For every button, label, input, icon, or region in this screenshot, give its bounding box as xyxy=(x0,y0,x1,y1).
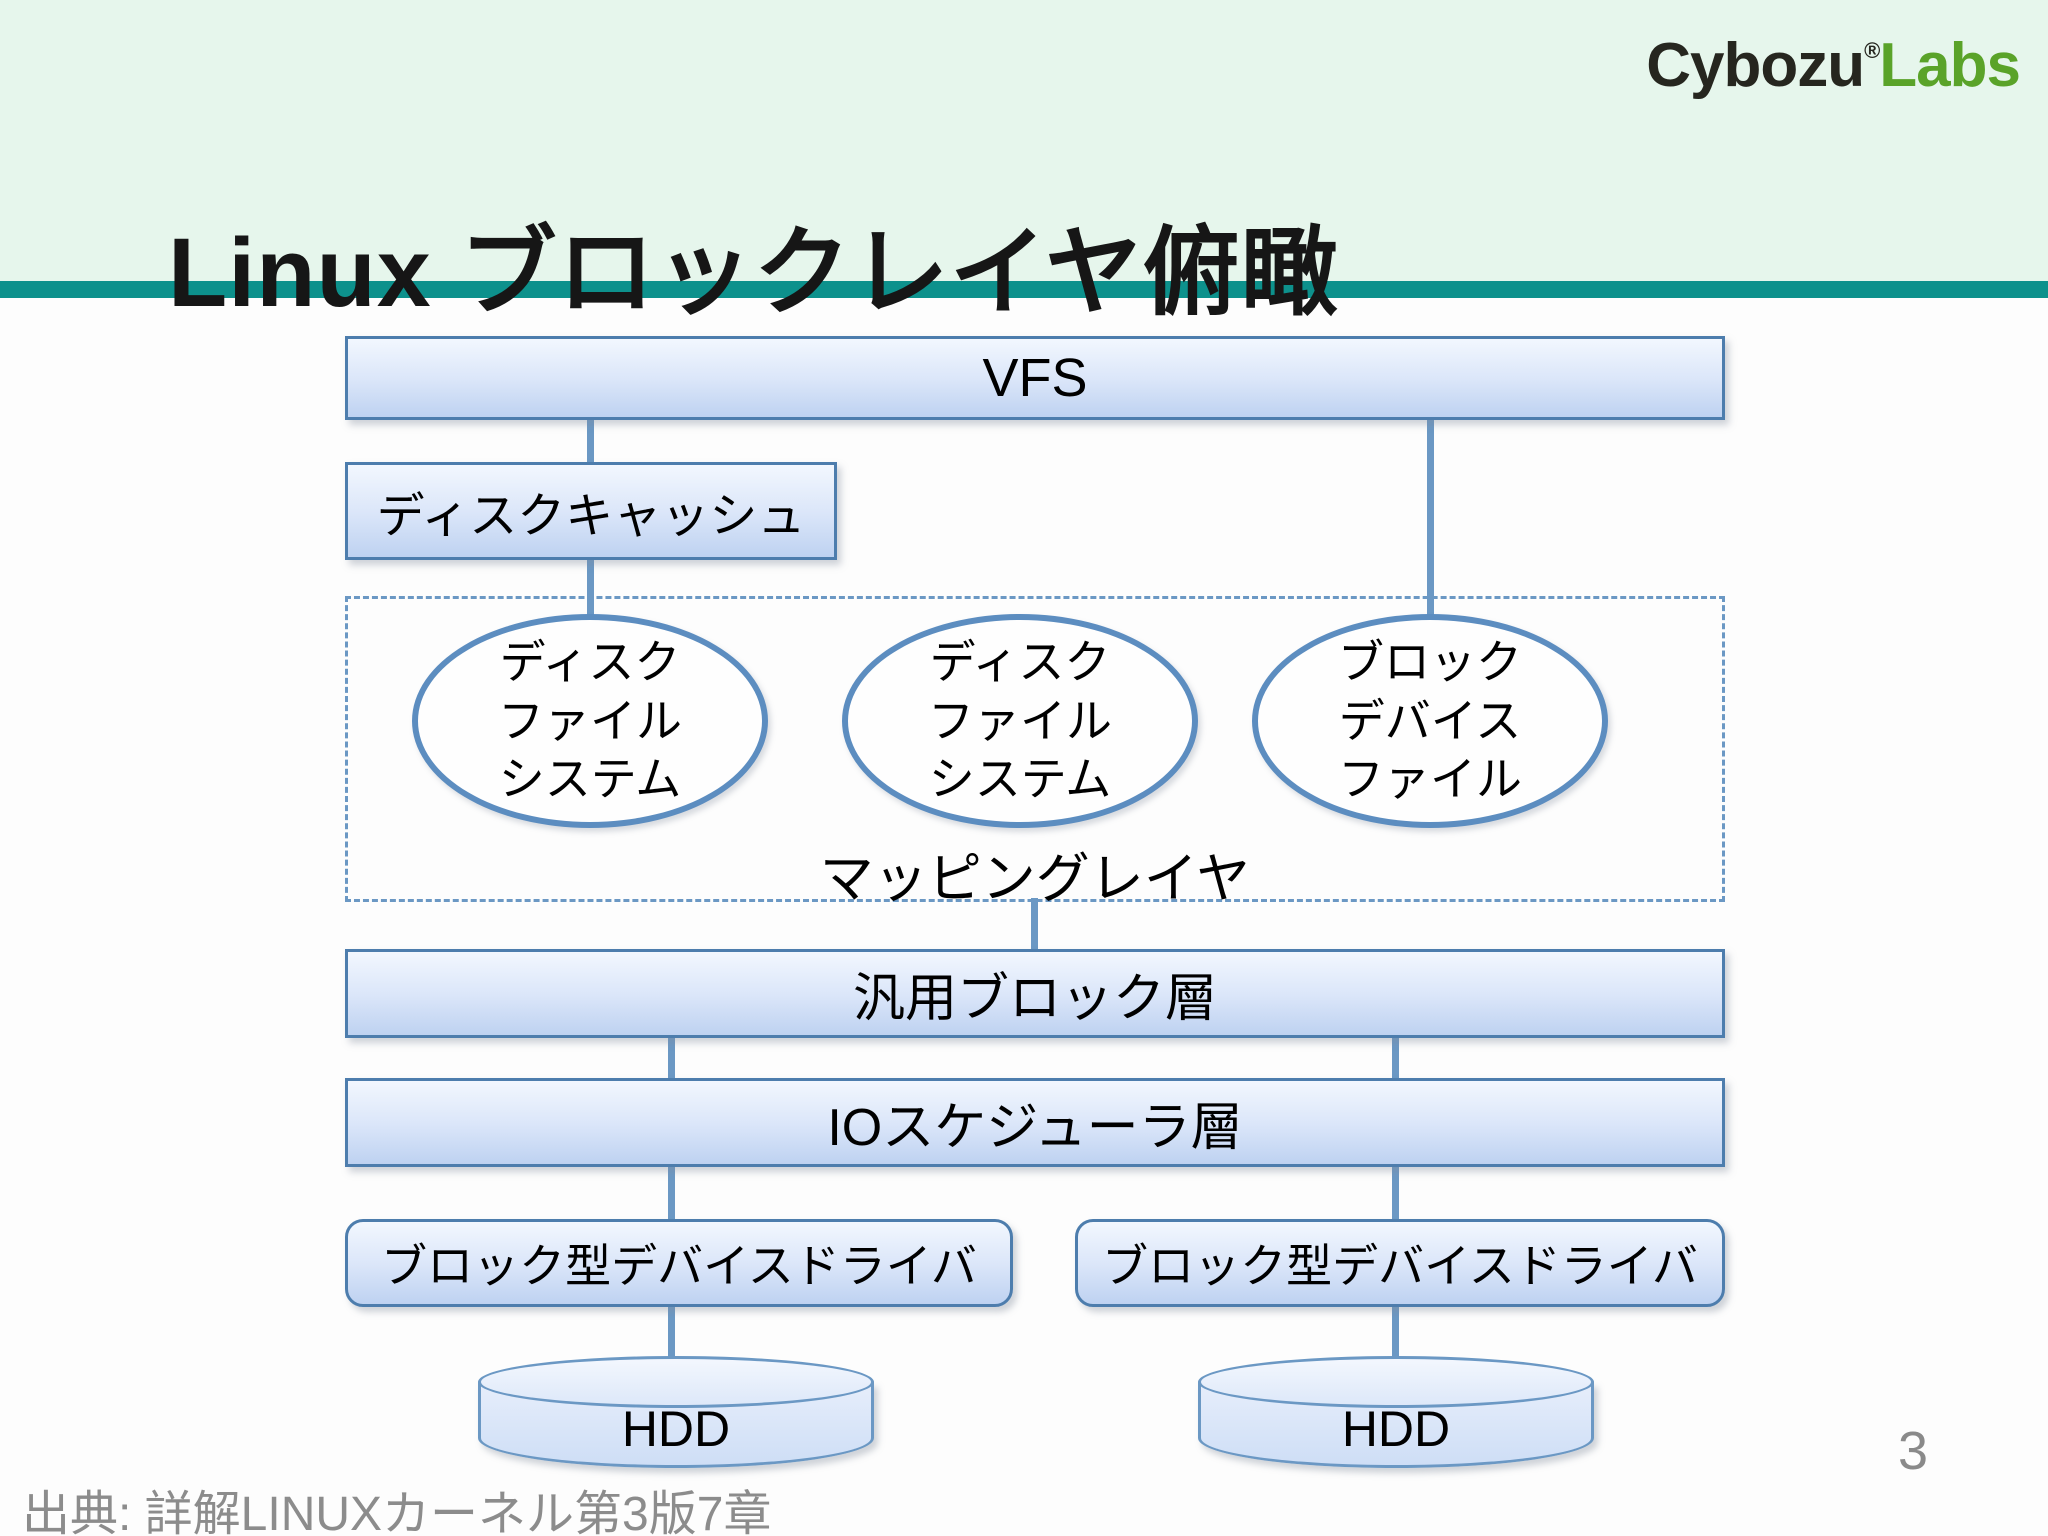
logo-labs-text: Labs xyxy=(1879,31,2021,100)
disk-filesystem-ellipse-2: ディスク ファイル システム xyxy=(842,614,1198,828)
page-number: 3 xyxy=(1897,1421,1928,1481)
disk-cache-label: ディスクキャッシュ xyxy=(376,490,806,543)
connector-genericblock-iosched-left xyxy=(668,1034,675,1082)
disk-filesystem-label-2: ディスク ファイル システム xyxy=(928,635,1112,806)
block-device-file-ellipse: ブロック デバイス ファイル xyxy=(1252,614,1608,828)
header-band xyxy=(0,0,2048,281)
generic-block-layer-label: 汎用ブロック層 xyxy=(852,970,1217,1028)
cybozu-labs-logo: Cybozu®Labs xyxy=(1646,30,2021,101)
connector-iosched-driver-left xyxy=(668,1162,675,1222)
generic-block-layer-box: 汎用ブロック層 xyxy=(345,949,1725,1038)
connector-mapping-genericblock xyxy=(1031,898,1038,954)
hdd-cylinder-left: HDD xyxy=(478,1356,874,1468)
io-scheduler-layer-box: IOスケジューラ層 xyxy=(345,1078,1725,1167)
connector-vfs-diskcache xyxy=(587,417,594,467)
disk-filesystem-ellipse-1: ディスク ファイル システム xyxy=(412,614,768,828)
block-device-driver-label-left: ブロック型デバイスドライバ xyxy=(381,1240,977,1292)
hdd-label-left: HDD xyxy=(621,1401,731,1457)
vfs-label: VFS xyxy=(982,348,1088,408)
vfs-box: VFS xyxy=(345,336,1725,420)
connector-driver-hdd-left xyxy=(668,1302,675,1374)
hdd-cylinder-top-right xyxy=(1198,1356,1594,1408)
hdd-label-right: HDD xyxy=(1341,1401,1451,1457)
connector-driver-hdd-right xyxy=(1392,1302,1399,1374)
block-device-driver-box-left: ブロック型デバイスドライバ xyxy=(345,1219,1013,1307)
source-citation: 出典: 詳解LINUXカーネル第3版7章 xyxy=(22,1488,772,1536)
title-divider-bar xyxy=(0,281,2048,298)
connector-vfs-ellipse3 xyxy=(1427,417,1434,625)
hdd-cylinder-top-left xyxy=(478,1356,874,1408)
io-scheduler-layer-label: IOスケジューラ層 xyxy=(827,1099,1243,1157)
registered-mark: ® xyxy=(1864,38,1880,63)
connector-iosched-driver-right xyxy=(1392,1162,1399,1222)
disk-cache-box: ディスクキャッシュ xyxy=(345,462,837,560)
connector-diskcache-ellipse1 xyxy=(587,556,594,626)
block-device-driver-box-right: ブロック型デバイスドライバ xyxy=(1075,1219,1725,1307)
disk-filesystem-label-1: ディスク ファイル システム xyxy=(498,635,682,806)
block-device-driver-label-right: ブロック型デバイスドライバ xyxy=(1102,1240,1698,1292)
mapping-layer-box xyxy=(345,596,1725,902)
connector-genericblock-iosched-right xyxy=(1392,1034,1399,1082)
block-device-file-label: ブロック デバイス ファイル xyxy=(1338,635,1522,806)
mapping-layer-label: マッピングレイヤ xyxy=(819,849,1251,909)
hdd-cylinder-right: HDD xyxy=(1198,1356,1594,1468)
page-title: Linux ブロックレイヤ俯瞰 xyxy=(168,217,1339,327)
logo-cybozu-text: Cybozu xyxy=(1646,31,1865,100)
